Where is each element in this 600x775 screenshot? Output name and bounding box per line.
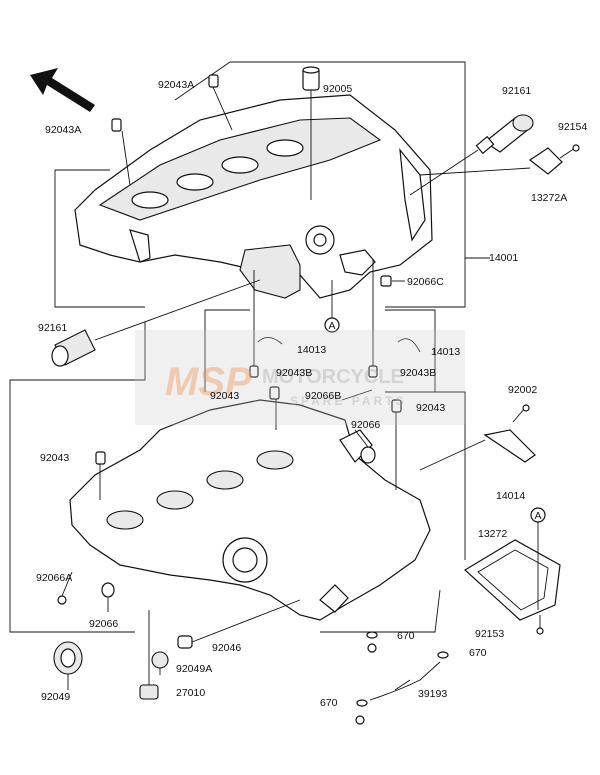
label-92046: 92046 <box>212 642 241 654</box>
label-92043-b: 92043 <box>416 402 445 414</box>
label-14013-right: 14013 <box>431 346 460 358</box>
label-92066C: 92066C <box>407 276 444 288</box>
label-92066-b: 92066 <box>89 618 118 630</box>
callout-a-upper: A <box>324 317 340 333</box>
seal-92049A <box>151 651 169 669</box>
label-92161-left: 92161 <box>38 322 67 334</box>
o-ring-670-b <box>437 651 449 659</box>
label-13272A: 13272A <box>531 192 567 204</box>
label-92043-c: 92043 <box>40 452 69 464</box>
oil-filter-pipe-92161-left <box>51 329 96 367</box>
part-number-labels: 92043A 92005 92161 92154 92043A 13272A 1… <box>36 79 587 709</box>
label-39193: 39193 <box>418 688 447 700</box>
label-92049A: 92049A <box>176 663 212 675</box>
label-92153: 92153 <box>475 628 504 640</box>
label-670-c: 670 <box>320 697 338 709</box>
switch-27010 <box>139 678 159 700</box>
upper-crankcase <box>74 94 433 299</box>
label-14014: 14014 <box>496 490 525 502</box>
seal-92049 <box>53 641 83 675</box>
label-92161-top: 92161 <box>502 85 531 97</box>
label-92043B-right: 92043B <box>400 367 436 379</box>
label-670-b: 670 <box>469 647 487 659</box>
dowel-pin-92043A-left <box>111 118 122 132</box>
o-ring-670-c <box>356 699 368 707</box>
dowel-pin-92043A-top <box>208 74 219 88</box>
label-92043A-top: 92043A <box>158 79 194 91</box>
bushing-92046 <box>177 635 193 649</box>
svg-text:A: A <box>534 510 541 522</box>
svg-text:SPARE PARTS: SPARE PARTS <box>290 394 407 408</box>
upper-crankcase-frame <box>54 61 466 308</box>
guide-14013-right <box>397 338 421 353</box>
plug-92066A <box>57 595 67 605</box>
dowel-92043-c <box>95 451 106 465</box>
label-13272: 13272 <box>478 528 507 540</box>
svg-text:MOTORCYCLE: MOTORCYCLE <box>262 366 404 388</box>
label-92043B-left: 92043B <box>276 367 312 379</box>
label-92154: 92154 <box>558 121 587 133</box>
pipe-92066B <box>341 389 373 401</box>
label-14001: 14001 <box>489 252 518 264</box>
dowel-92043-b <box>391 399 402 413</box>
label-92043-a: 92043 <box>210 390 239 402</box>
label-27010: 27010 <box>176 687 205 699</box>
label-92066: 92066 <box>351 419 380 431</box>
plug-92066-b <box>101 582 115 598</box>
label-92005: 92005 <box>323 83 352 95</box>
label-92066B: 92066B <box>305 390 341 402</box>
label-92066A: 92066A <box>36 572 72 584</box>
plug-92066C <box>380 275 392 287</box>
label-92043A-left: 92043A <box>45 124 81 136</box>
leader-lines-upper <box>94 86 531 366</box>
mid-frames <box>9 309 466 633</box>
oil-pipe-39193 <box>355 643 441 725</box>
bolt-92153 <box>536 615 544 635</box>
oil-filter-pipe-92161-top <box>475 114 534 155</box>
bracket-14014 <box>483 429 536 463</box>
plug-92005 <box>302 66 320 91</box>
callout-a-lower: A <box>530 507 546 523</box>
svg-text:MSP: MSP <box>165 360 252 404</box>
label-670-a: 670 <box>397 630 415 642</box>
plate-13272A <box>528 147 563 175</box>
lower-crankcase <box>69 399 431 621</box>
bolt-92002 <box>512 404 530 423</box>
dowel-92043-a <box>269 386 280 400</box>
label-14013-left: 14013 <box>297 344 326 356</box>
msp-watermark: MSP MOTORCYCLE SPARE PARTS <box>135 330 465 425</box>
label-92049: 92049 <box>41 691 70 703</box>
bolt-92154 <box>559 144 580 159</box>
leader-lines-lower <box>61 399 539 691</box>
front-direction-arrow-icon <box>30 68 95 112</box>
label-92002: 92002 <box>508 384 537 396</box>
plug-92066 <box>360 446 376 464</box>
oil-pan-gasket-13272 <box>463 539 561 621</box>
guide-14013-left <box>257 337 283 345</box>
o-ring-670-a <box>366 631 378 639</box>
svg-text:A: A <box>328 320 335 332</box>
